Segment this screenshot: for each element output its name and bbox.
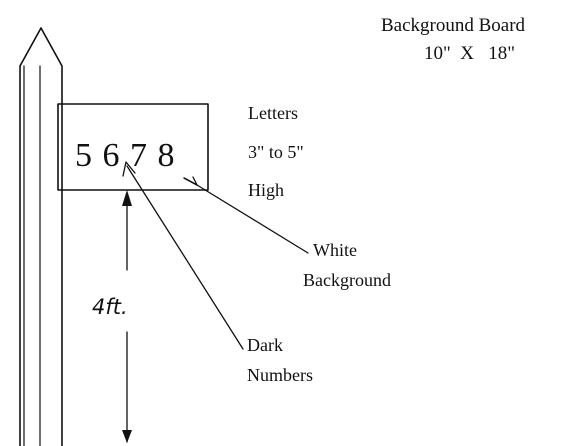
dark-label: Dark — [247, 335, 283, 355]
dark-numbers-leader — [122, 161, 244, 350]
board-dimensions: 10" X 18" — [424, 43, 515, 64]
board-title: Background Board — [381, 15, 526, 36]
white-label: White — [313, 240, 357, 260]
letters-label: Letters — [248, 103, 298, 123]
dark-numbers-label: Numbers — [247, 365, 313, 385]
letter-height-label: High — [248, 180, 284, 200]
height-dimension-arrow — [122, 190, 132, 443]
letter-size-label: 3" to 5" — [248, 142, 304, 162]
post-left-edge — [19, 27, 63, 446]
height-label: 4ft. — [92, 295, 128, 319]
white-background-leader — [183, 176, 309, 254]
arrow-head-down — [122, 430, 132, 443]
white-background-label: Background — [303, 270, 391, 290]
background-board — [57, 103, 209, 191]
post — [19, 27, 63, 446]
arrow-head-up — [122, 190, 132, 206]
